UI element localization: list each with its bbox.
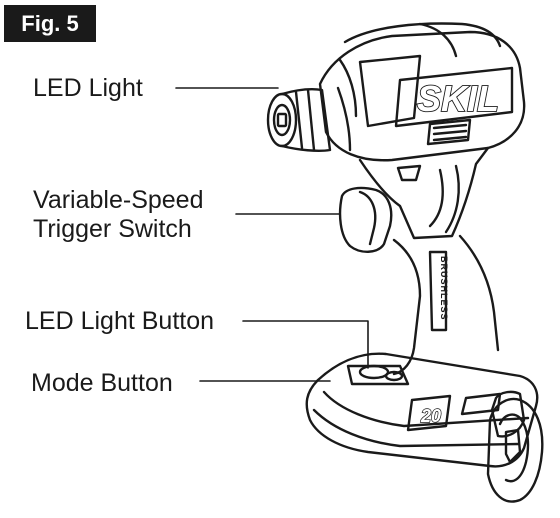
trigger-switch-label: Variable-Speed Trigger Switch: [33, 186, 203, 244]
handle: [392, 234, 500, 376]
trigger-label-line1: Variable-Speed: [33, 186, 204, 214]
battery-voltage: 20: [420, 406, 441, 426]
battery-pack: [305, 352, 539, 468]
chuck: [266, 88, 332, 152]
head-housing: [318, 22, 526, 162]
led-light-button-label: LED Light Button: [25, 307, 215, 335]
trigger: [338, 186, 393, 253]
led-light-label: LED Light: [33, 74, 143, 102]
body: [358, 146, 490, 240]
mode-button-label: Mode Button: [31, 369, 173, 397]
belt-clip: [486, 397, 544, 503]
led-button-leader: [242, 320, 369, 369]
handle-text: BRUSHLESS: [439, 256, 449, 321]
brand-logo: SKIL: [417, 78, 499, 119]
figure-label: Fig. 5: [4, 5, 96, 42]
trigger-label-line2: Trigger Switch: [33, 214, 192, 243]
